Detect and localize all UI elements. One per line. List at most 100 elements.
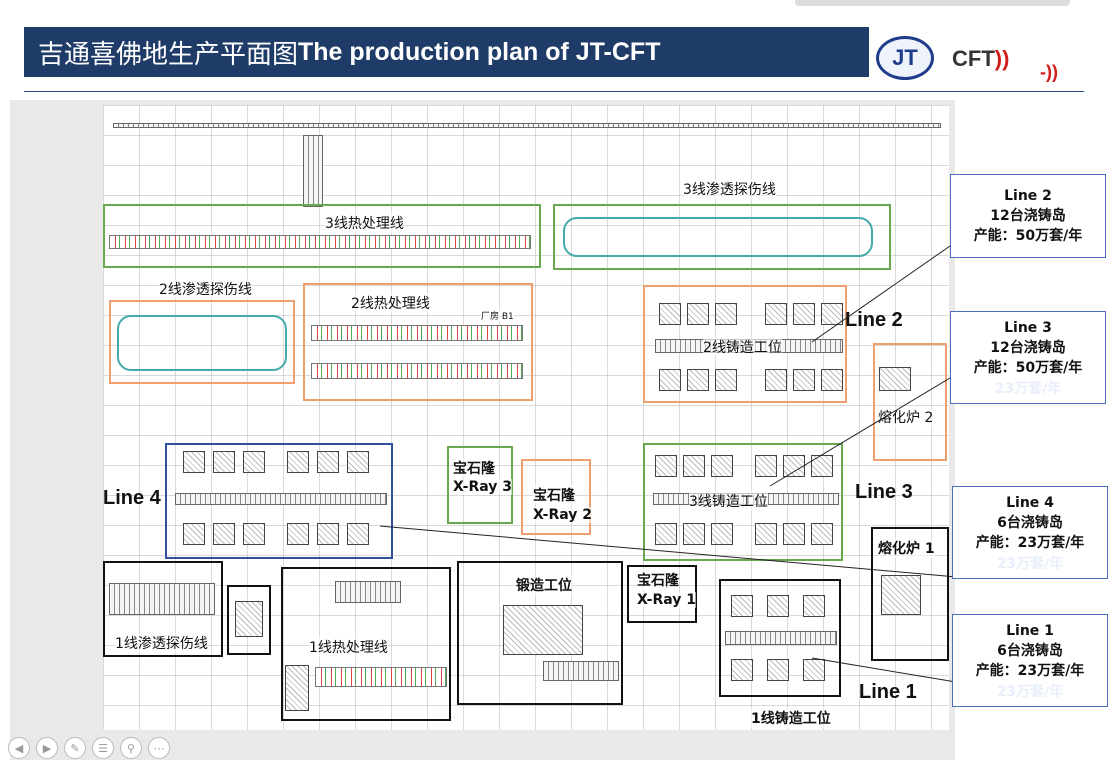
zone-label-xray3-brand: 宝石隆 xyxy=(453,458,495,478)
line-label-2: Line 2 xyxy=(845,309,903,331)
callout-line-1: Line 1 6台浇铸岛 产能：23万套/年 23万套/年 xyxy=(952,614,1108,707)
zone-casting-line-1 xyxy=(719,579,841,697)
casting-island xyxy=(811,523,833,545)
zoom-icon[interactable]: ⚲ xyxy=(120,737,142,759)
rack-unit xyxy=(285,665,309,711)
zone-label-factory: 厂房 B1 xyxy=(481,309,514,322)
heat-treat-line-2-belt-b xyxy=(311,363,523,379)
window-top-bar xyxy=(795,0,1070,6)
casting-island xyxy=(317,523,339,545)
jt-logo: JT xyxy=(876,36,934,80)
chevron-right-icon[interactable]: ▶ xyxy=(36,737,58,759)
casting-island xyxy=(711,455,733,477)
casting-line-1-conveyor xyxy=(725,631,837,645)
casting-island xyxy=(715,303,737,325)
zone-label-melt1: 熔化炉 1 xyxy=(878,538,935,558)
callout-line-2-capacity: 产能：50万套/年 xyxy=(973,228,1083,244)
line-label-3: Line 3 xyxy=(855,481,913,503)
callout-line-3-count: 12台浇铸岛 xyxy=(990,339,1066,356)
casting-island xyxy=(731,595,753,617)
pen-icon[interactable]: ✎ xyxy=(64,737,86,759)
casting-island xyxy=(317,451,339,473)
zone-label-xray3: X-Ray 3 xyxy=(453,479,513,495)
zone-penetrant-line-1 xyxy=(103,561,223,657)
cft-logo: CFT)) xyxy=(952,46,1009,72)
casting-island xyxy=(821,303,843,325)
zone-auxiliary-equipment xyxy=(227,585,271,655)
casting-island xyxy=(183,523,205,545)
casting-island xyxy=(803,595,825,617)
callout-line-4-capacity: 产能：23万套/年 xyxy=(975,534,1085,551)
casting-island xyxy=(803,659,825,681)
dimension-band xyxy=(113,123,941,128)
casting-island xyxy=(767,659,789,681)
casting-island xyxy=(687,303,709,325)
jt-logo-text: JT xyxy=(892,45,918,70)
casting-island xyxy=(765,369,787,391)
casting-island xyxy=(765,303,787,325)
floor-plan: 3线热处理线 3线渗透探伤线 2线渗透探伤线 2线热处理线 厂房 B1 2线铸造… xyxy=(103,105,949,730)
zone-label-melt2: 熔化炉 2 xyxy=(878,407,934,427)
zone-label-cast3: 3线铸造工位 xyxy=(689,491,768,511)
casting-island xyxy=(347,523,369,545)
menu-icon[interactable]: ☰ xyxy=(92,737,114,759)
callout-line-4: Line 4 6台浇铸岛 产能：23万套/年 23万套/年 xyxy=(952,486,1108,579)
casting-island xyxy=(731,659,753,681)
callout-line-2-title: Line 2 xyxy=(1004,188,1052,204)
casting-island xyxy=(715,369,737,391)
zone-label-heat3: 3线热处理线 xyxy=(325,213,404,233)
top-feeder xyxy=(303,135,323,207)
casting-island xyxy=(755,523,777,545)
callout-line-4-faded-text: 23万套/年 xyxy=(996,555,1064,572)
heat-treat-line-1-belt xyxy=(315,667,447,687)
callout-line-3-capacity: 产能：50万套/年 xyxy=(973,359,1083,376)
casting-island xyxy=(659,303,681,325)
casting-island xyxy=(655,455,677,477)
penetrant-line-1-unit xyxy=(109,583,215,615)
forging-conveyor xyxy=(543,661,619,681)
casting-island xyxy=(793,369,815,391)
forging-press xyxy=(503,605,583,655)
zone-label-xray2: X-Ray 2 xyxy=(533,507,593,523)
casting-island xyxy=(793,303,815,325)
auxiliary-unit xyxy=(235,601,263,637)
casting-island xyxy=(767,595,789,617)
casting-island xyxy=(821,369,843,391)
zone-label-forge: 锻造工位 xyxy=(516,575,572,595)
heat-treat-line-3-belt xyxy=(109,235,531,249)
casting-island xyxy=(711,523,733,545)
heat-treat-line-1-feeder xyxy=(335,581,401,603)
casting-island xyxy=(213,523,235,545)
title-rule xyxy=(24,91,1084,92)
zone-label-xray2-brand: 宝石隆 xyxy=(533,485,575,505)
cft-logo-text: CFT xyxy=(952,46,995,71)
casting-island xyxy=(655,523,677,545)
casting-island xyxy=(683,523,705,545)
callout-line-3-faded-text: 23万套/年 xyxy=(994,380,1062,397)
callout-line-4-count: 6台浇铸岛 xyxy=(997,514,1063,531)
zone-label-xray1-brand: 宝石隆 xyxy=(637,570,679,590)
more-icon[interactable]: ⋯ xyxy=(148,737,170,759)
callout-line-3-title: Line 3 xyxy=(1004,319,1052,336)
casting-island xyxy=(783,455,805,477)
casting-island xyxy=(683,455,705,477)
callout-line-1-count: 6台浇铸岛 xyxy=(997,642,1063,659)
zone-label-cast2: 2线铸造工位 xyxy=(703,337,782,357)
furnace-unit xyxy=(881,575,921,615)
casting-island xyxy=(347,451,369,473)
casting-island xyxy=(687,369,709,391)
callout-line-3: Line 3 12台浇铸岛 产能：50万套/年 23万套/年 xyxy=(950,311,1106,404)
zone-label-pen3: 3线渗透探伤线 xyxy=(683,179,776,199)
casting-island xyxy=(755,455,777,477)
cft-logo-arc: )) xyxy=(994,46,1010,71)
title-chinese: 吉通喜佛地生产平面图 xyxy=(38,39,299,70)
penetrant-line-3-loop xyxy=(563,217,873,257)
casting-line-4-conveyor xyxy=(175,493,387,505)
casting-island xyxy=(783,523,805,545)
zone-heat-treat-line-2 xyxy=(303,283,533,401)
casting-island xyxy=(243,523,265,545)
title-english: The production plan of JT-CFT xyxy=(298,37,661,66)
callout-line-1-capacity: 产能：23万套/年 xyxy=(975,662,1085,679)
chevron-left-icon[interactable]: ◀ xyxy=(8,737,30,759)
